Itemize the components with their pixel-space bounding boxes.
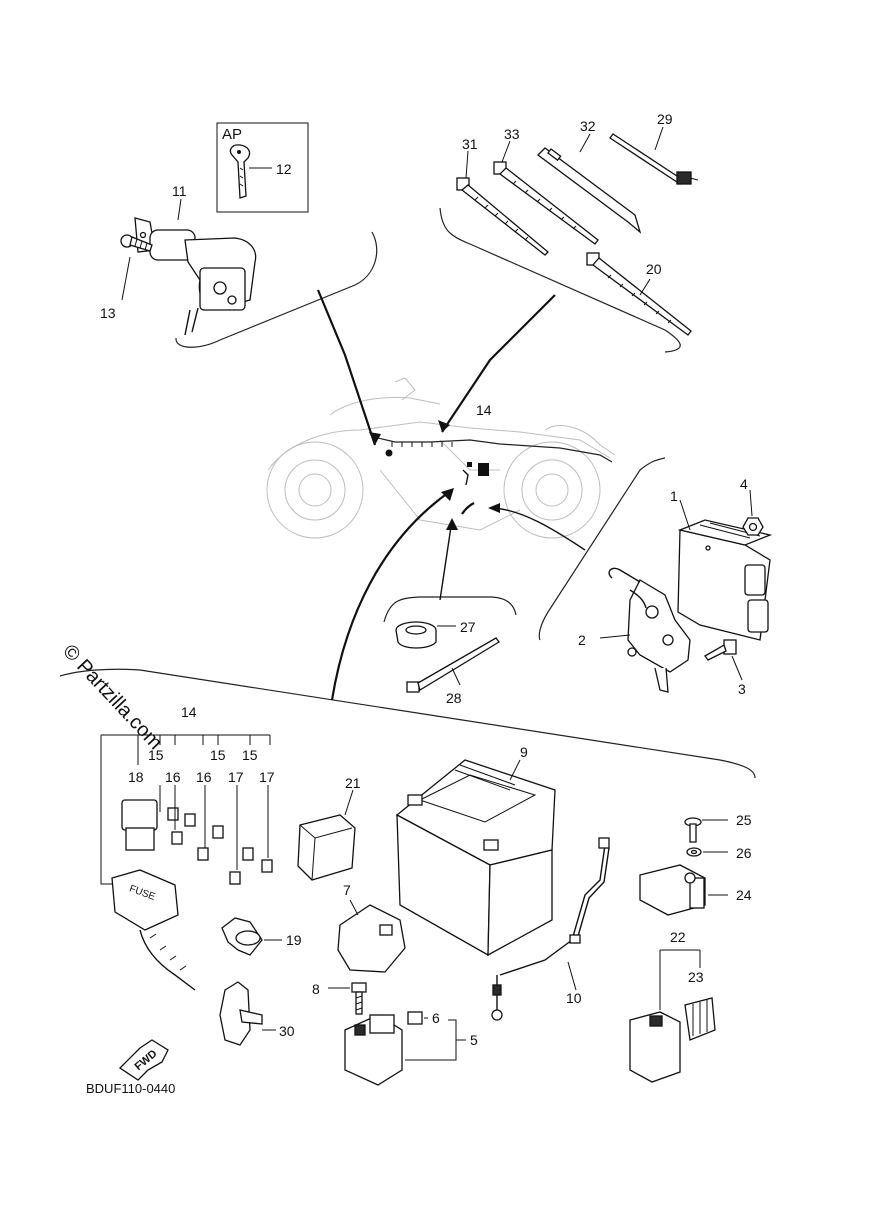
group-frame-ties xyxy=(439,207,681,353)
callout-22: 22 xyxy=(670,929,686,945)
band-icon xyxy=(395,621,437,649)
callout-3: 3 xyxy=(738,681,746,697)
connector-23-icon xyxy=(684,997,716,1041)
relay-22-icon xyxy=(629,1011,681,1083)
callout-7: 7 xyxy=(343,882,351,898)
battery-cable-icon xyxy=(491,837,610,1021)
callout-2: 2 xyxy=(578,632,586,648)
bolt-8-icon xyxy=(351,982,367,1015)
nut-icon xyxy=(742,517,764,536)
motorcycle-outline xyxy=(266,377,616,539)
group-frame-bands xyxy=(383,596,517,623)
cable-tie-32-icon xyxy=(537,147,642,234)
callout-24: 24 xyxy=(736,887,752,903)
callout-17a: 17 xyxy=(228,769,244,785)
callout-30: 30 xyxy=(279,1023,295,1039)
ap-label: AP xyxy=(222,126,242,143)
callout-11: 11 xyxy=(172,183,187,199)
leader-switch-to-bike xyxy=(316,289,377,446)
clamp-30-icon xyxy=(219,981,263,1046)
callout-15a: 15 xyxy=(148,747,164,763)
relay-7-icon xyxy=(337,904,406,973)
leader-bands-to-bike xyxy=(439,519,453,601)
fuse-6-icon xyxy=(407,1011,423,1025)
watermark-text: © Partzilla.com xyxy=(58,640,166,754)
cable-tie-20-icon xyxy=(586,252,692,336)
leader-ties-to-bike xyxy=(441,294,556,433)
cable-tie-33-icon xyxy=(493,161,599,245)
callout-14-bike: 14 xyxy=(476,402,492,418)
callout-6: 6 xyxy=(432,1010,440,1026)
callout-32: 32 xyxy=(580,118,596,134)
fuse-box-mark xyxy=(478,463,489,476)
wire-harness-on-bike xyxy=(377,437,613,515)
holder-24-icon xyxy=(639,864,706,916)
callout-17b: 17 xyxy=(259,769,275,785)
callout-16a: 16 xyxy=(165,769,181,785)
clamp-19-icon xyxy=(221,917,263,956)
harness-connector-dot xyxy=(385,449,393,457)
bolt-icon xyxy=(704,639,737,661)
callout-25: 25 xyxy=(736,812,752,828)
callout-9: 9 xyxy=(520,744,528,760)
cable-tie-29-icon xyxy=(609,133,699,185)
main-switch-icon xyxy=(134,217,257,336)
group-frame-main-switch xyxy=(175,231,378,348)
group-frame-electrical-bottom xyxy=(59,668,756,779)
fuse-icons xyxy=(159,785,273,885)
callout-labels: 11 12 13 31 33 32 29 20 14 1 4 2 3 27 28… xyxy=(100,111,752,1048)
callout-20: 20 xyxy=(646,261,662,277)
relay-21-icon xyxy=(297,814,356,881)
callout-5: 5 xyxy=(470,1032,478,1048)
callout-10: 10 xyxy=(566,990,582,1006)
callout-18: 18 xyxy=(128,769,144,785)
callout-16b: 16 xyxy=(196,769,212,785)
leader-ecu-to-bike xyxy=(489,507,586,551)
callout-12: 12 xyxy=(276,161,292,177)
callout-23: 23 xyxy=(688,969,704,985)
washer-26-icon xyxy=(686,847,702,857)
screw-25-icon xyxy=(684,817,702,843)
callout-21: 21 xyxy=(345,775,361,791)
diagram-code: BDUF110-0440 xyxy=(86,1081,175,1096)
ecu-icon xyxy=(677,519,773,641)
group-frame-ecu xyxy=(538,457,666,641)
callout-13: 13 xyxy=(100,305,116,321)
callout-27: 27 xyxy=(460,619,476,635)
bracket-icon xyxy=(608,567,691,693)
cable-tie-31-icon xyxy=(456,177,549,256)
callout-19: 19 xyxy=(286,932,302,948)
leader-electrical-to-bike xyxy=(330,489,453,701)
starter-relay-icon xyxy=(344,1014,403,1086)
callout-33: 33 xyxy=(504,126,520,142)
battery-icon xyxy=(395,759,556,957)
relay-18-icon xyxy=(121,799,158,851)
callout-15b: 15 xyxy=(210,747,226,763)
fuse-box-icon xyxy=(111,869,196,991)
callout-14-fuse: 14 xyxy=(181,704,197,720)
callout-26: 26 xyxy=(736,845,752,861)
callout-28: 28 xyxy=(446,690,462,706)
callout-1: 1 xyxy=(670,488,678,504)
callout-29: 29 xyxy=(657,111,673,127)
fwd-arrow-icon xyxy=(118,1039,169,1081)
cable-tie-28-icon xyxy=(406,637,500,693)
callout-15c: 15 xyxy=(242,747,258,763)
screw-icon xyxy=(120,234,153,252)
callout-4: 4 xyxy=(740,476,748,492)
callout-31: 31 xyxy=(462,136,478,152)
ap-box xyxy=(216,122,309,213)
callout-8: 8 xyxy=(312,981,320,997)
key-icon xyxy=(229,144,251,199)
